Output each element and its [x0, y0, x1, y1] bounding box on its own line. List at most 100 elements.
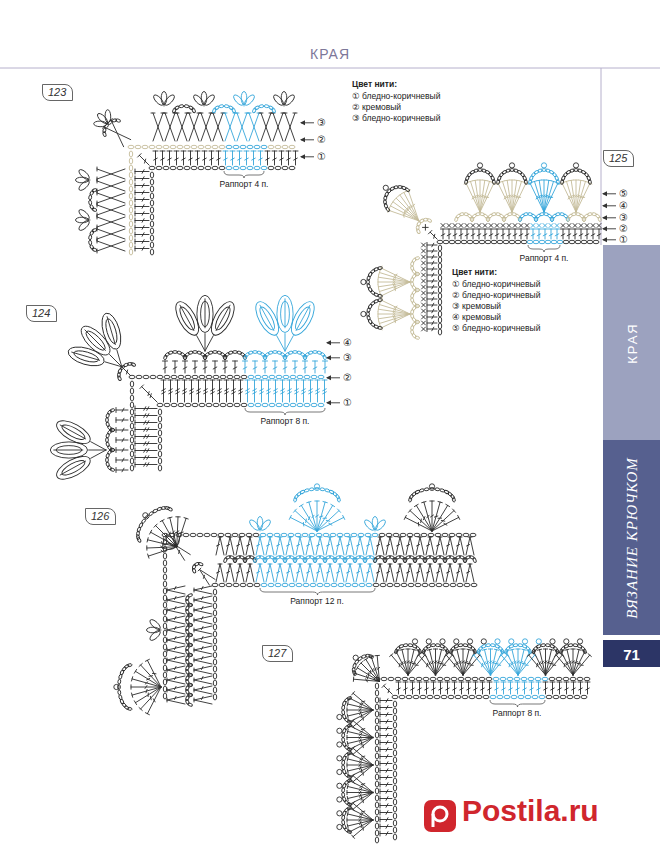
stitch-line	[378, 564, 382, 565]
stitch-line	[378, 280, 379, 284]
chain-stitch	[518, 216, 522, 221]
chain-stitch	[213, 631, 216, 637]
stitch-line	[420, 537, 424, 555]
stitch-line	[202, 627, 204, 630]
stitch-line	[233, 380, 234, 402]
chain-stitch	[53, 452, 93, 484]
chain-stitch	[150, 375, 156, 378]
stitch-line	[97, 179, 98, 183]
stitch-line	[145, 713, 149, 715]
stitch-line	[189, 380, 194, 381]
stitch-line	[283, 113, 287, 114]
stitch-line	[323, 367, 327, 369]
stitch-line	[167, 690, 185, 694]
stitch-line	[266, 380, 271, 381]
stitch-line	[377, 545, 380, 547]
stitch-line	[296, 537, 300, 555]
chain-stitch	[212, 583, 218, 586]
stitch-line	[549, 224, 553, 228]
stitch-line	[309, 392, 313, 394]
stitch-line	[175, 607, 177, 610]
chain-stitch	[254, 145, 260, 148]
chain-stitch	[219, 166, 225, 169]
stitch-line	[132, 693, 133, 697]
stitch-line	[205, 334, 206, 351]
stitch-line	[131, 685, 132, 689]
stitch-line	[478, 180, 482, 181]
stitch-line	[519, 224, 523, 228]
chain-stitch	[365, 533, 371, 536]
chain-stitch	[150, 179, 153, 185]
chain-stitch	[438, 287, 441, 293]
stitch-line	[547, 196, 551, 197]
stitch-line	[225, 151, 226, 165]
stitch-line	[194, 688, 195, 692]
stitch-line	[160, 151, 165, 152]
stitch-line	[135, 234, 149, 235]
stitch-line	[422, 303, 426, 307]
stitch-line	[296, 305, 310, 330]
stitch-line	[513, 229, 518, 230]
stitch-line	[194, 690, 212, 694]
stitch-line	[167, 600, 185, 604]
stitch-line	[477, 224, 481, 228]
stitch-line	[407, 572, 410, 574]
stitch-line	[202, 697, 204, 700]
stitch-line	[134, 701, 136, 705]
stitch-line	[422, 291, 426, 295]
chain-stitch	[317, 583, 323, 586]
chain-stitch	[88, 195, 92, 200]
chain-stitch	[557, 240, 563, 243]
stitch-line	[135, 225, 136, 230]
stitch-line	[483, 224, 487, 228]
chain-stitch	[227, 403, 233, 406]
stitch-line	[139, 155, 149, 165]
stitch-line	[253, 392, 257, 394]
chain-stitch	[268, 583, 274, 586]
chain-stitch	[276, 403, 282, 406]
stitch-line	[471, 234, 475, 236]
chain-stitch	[488, 213, 493, 218]
stitch-line	[427, 273, 428, 278]
stitch-line	[261, 380, 262, 402]
stitch-line	[447, 572, 450, 574]
chain-stitch	[157, 375, 163, 378]
chain-stitch	[438, 275, 441, 281]
chain-stitch	[150, 193, 153, 199]
chain-stitch	[593, 240, 599, 243]
chain-stitch	[149, 166, 155, 169]
chain-stitch	[457, 583, 463, 586]
stitch-line	[317, 380, 318, 402]
stitch-line	[189, 158, 193, 160]
stitch-line	[542, 180, 546, 181]
stitch-line	[574, 180, 578, 181]
chain-stitch	[207, 298, 239, 338]
stitch-line	[148, 554, 149, 558]
stitch-line	[162, 392, 166, 394]
stitch-line	[397, 572, 400, 574]
stitch-line	[512, 183, 526, 212]
stitch-line	[293, 361, 298, 362]
stitch-line	[289, 515, 291, 519]
chain-stitch	[130, 402, 133, 408]
stitch-line	[483, 229, 488, 230]
chain-stitch	[287, 298, 319, 338]
stitch-line	[97, 229, 125, 239]
stitch-line	[266, 564, 270, 582]
chain-stitch	[105, 110, 111, 123]
chain-stitch	[213, 666, 216, 672]
stitch-line	[531, 224, 535, 228]
stitch-line	[273, 113, 283, 141]
stitch-line	[525, 229, 530, 230]
stitch-line	[190, 392, 194, 394]
chain-stitch	[92, 247, 98, 252]
stitch-line	[182, 158, 186, 160]
stitch-line	[142, 170, 144, 174]
stitch-line	[226, 564, 230, 582]
stitch-line	[394, 274, 397, 276]
stitch-line	[135, 227, 149, 228]
stitch-line	[135, 422, 157, 423]
stitch-line	[135, 464, 157, 465]
stitch-line	[147, 428, 149, 432]
stitch-line	[226, 380, 227, 402]
